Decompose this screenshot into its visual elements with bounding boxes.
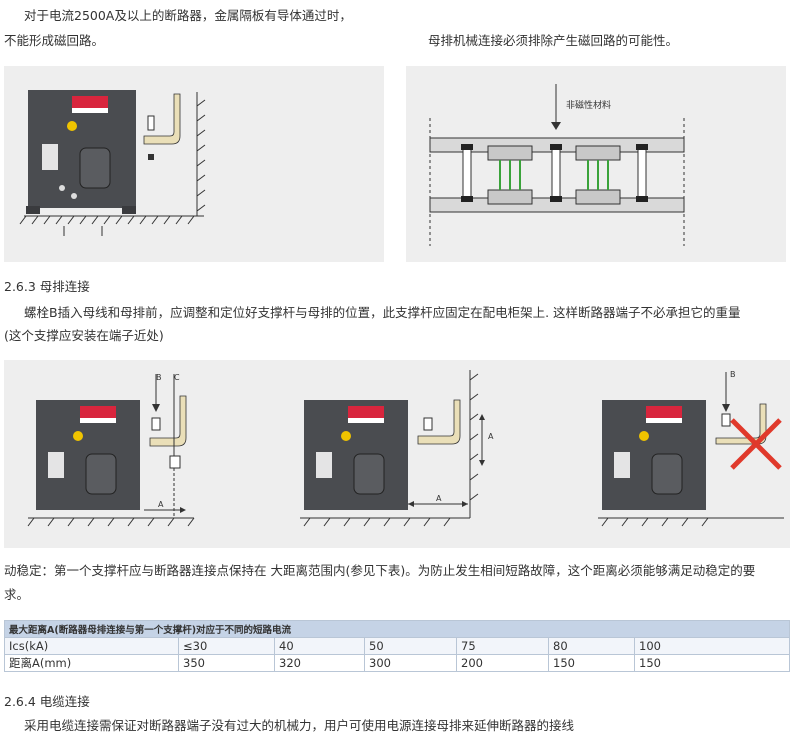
busbar-schematic (429, 84, 685, 246)
table-cell: 距离A(mm) (4, 654, 179, 672)
section-263-heading: 2.6.3 母排连接 (4, 279, 90, 294)
section-264-body-line1: 采用电缆连接需保证对断路器端子没有过大的机械力，用户可使用电源连接母排来延伸断路… (24, 718, 575, 733)
table-cell: ≤30 (178, 637, 275, 655)
table-cell: 100 (634, 637, 790, 655)
table-cell: 300 (364, 654, 457, 672)
support-placement-illustration (27, 370, 784, 527)
breaker-illustration (19, 90, 206, 236)
figure-busbar-schematic: 非磁性材料 (406, 66, 786, 262)
section-264-heading: 2.6.4 电缆连接 (4, 694, 90, 709)
label-a3: A (436, 494, 442, 503)
table-cell: 40 (274, 637, 365, 655)
table-cell: 150 (548, 654, 635, 672)
label-a1: A (158, 500, 164, 509)
label-a2: A (488, 432, 494, 441)
table-row-ics: Ics(kA) ≤30 40 50 75 80 100 (4, 637, 790, 655)
table-cell: 320 (274, 654, 365, 672)
table-cell: 75 (456, 637, 549, 655)
distance-table: 最大距离A(断路器母排连接与第一个支撑杆)对应于不同的短路电流 Ics(kA) … (4, 620, 790, 672)
section-263-body-line2: (这个支撑应安装在端子近处) (4, 328, 164, 343)
label-b1: B (156, 373, 162, 382)
table-cell: 50 (364, 637, 457, 655)
section-263-body-line1: 螺栓B插入母线和母排前，应调整和定位好支撑杆与母排的位置，此支撑杆应固定在配电柜… (24, 305, 741, 320)
dynamic-stability-line1: 动稳定：第一个支撑杆应与断路器连接点保持在 大距离范围内(参见下表)。为防止发生… (4, 563, 756, 578)
figure-breaker-busbar (4, 66, 384, 262)
table-cell: 150 (634, 654, 790, 672)
figure-support-placement: B C A A A B (4, 360, 790, 548)
para1-line2: 不能形成磁回路。 (4, 33, 105, 48)
table-cell: 200 (456, 654, 549, 672)
label-b3: B (730, 370, 736, 379)
para1-line1: 对于电流2500A及以上的断路器，金属隔板有导体通过时， (24, 8, 352, 23)
label-c: C (174, 373, 180, 382)
table-cell: 350 (178, 654, 275, 672)
table-title: 最大距离A(断路器母排连接与第一个支撑杆)对应于不同的短路电流 (4, 620, 790, 638)
table-row-distance: 距离A(mm) 350 320 300 200 150 150 (4, 654, 790, 672)
nonmagnetic-material-label: 非磁性材料 (566, 101, 612, 111)
dynamic-stability-line2: 求。 (4, 587, 30, 602)
table-cell: 80 (548, 637, 635, 655)
para1-right: 母排机械连接必须排除产生磁回路的可能性。 (428, 33, 679, 48)
table-cell: Ics(kA) (4, 637, 179, 655)
